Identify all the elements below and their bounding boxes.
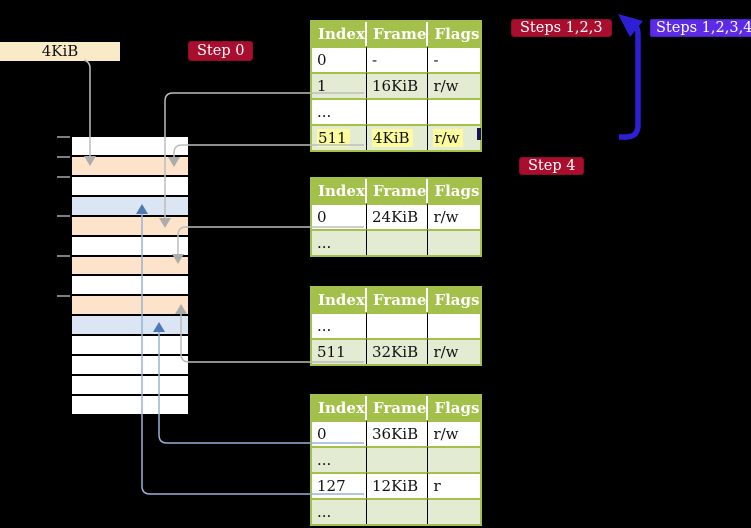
highlight-mark: 4KiB (372, 129, 413, 147)
memory-frame-row (72, 395, 188, 414)
address-tick (57, 295, 70, 297)
level-4-page-table: Index Frame Flags 0 - - 1 16KiB r/w ... … (310, 20, 483, 152)
table-row-highlighted: 511 4KiB r/w (312, 124, 481, 150)
column-header-flags: Flags (428, 179, 481, 203)
table-row: ... (312, 229, 481, 255)
table-row: 127 12KiB r (312, 472, 481, 498)
column-header-frame: Frame (367, 22, 429, 46)
level-1-page-table: Index Frame Flags 0 36KiB r/w ... 127 12… (310, 394, 483, 526)
memory-frame-row (72, 236, 188, 255)
column-header-frame: Frame (367, 179, 429, 203)
level-3-page-table: Index Frame Flags 0 24KiB r/w ... (310, 177, 483, 257)
table-row: ... (312, 498, 481, 524)
address-tick (57, 136, 70, 138)
table-row: ... (312, 446, 481, 472)
highlight-mark: r/w (433, 129, 463, 147)
step-4-badge: Step 4 (519, 157, 585, 175)
memory-frame-row (72, 256, 188, 275)
address-tick (57, 215, 70, 217)
step-0-badge: Step 0 (188, 41, 254, 61)
address-tick (57, 176, 70, 178)
column-header-flags: Flags (428, 288, 481, 312)
column-header-frame: Frame (367, 288, 429, 312)
column-header-index: Index (312, 179, 367, 203)
memory-frame-row (72, 296, 188, 315)
table-row: ... (312, 98, 481, 124)
column-header-flags: Flags (428, 22, 481, 46)
memory-frame-row (72, 356, 188, 375)
memory-frame-row (72, 376, 188, 394)
recursive-loop-arrow (619, 19, 641, 140)
address-tick (57, 255, 70, 257)
table-row: 511 32KiB r/w (312, 338, 481, 364)
memory-frame-row (72, 276, 188, 295)
column-header-index: Index (312, 396, 367, 420)
column-header-index: Index (312, 22, 367, 46)
arrow-up-left-icon (618, 14, 643, 37)
memory-frame-row (72, 316, 188, 335)
table-row: ... (312, 312, 481, 338)
table-row: 0 24KiB r/w (312, 203, 481, 229)
memory-frame-row (72, 216, 188, 235)
physical-memory-column (70, 135, 190, 416)
memory-frame-row (72, 176, 188, 195)
table-row: 0 - - (312, 46, 481, 72)
column-header-frame: Frame (367, 396, 429, 420)
memory-frame-row (72, 336, 188, 355)
memory-frame-row (72, 137, 188, 155)
highlight-mark: 511 (317, 129, 350, 147)
column-header-index: Index (312, 288, 367, 312)
frame-size-label: 4KiB (0, 42, 120, 61)
steps-123-badge: Steps 1,2,3 (511, 19, 612, 37)
table-row: 1 16KiB r/w (312, 72, 481, 98)
table-row: 0 36KiB r/w (312, 420, 481, 446)
steps-1234-badge: Steps 1,2,3,4 (650, 19, 751, 37)
column-header-flags: Flags (428, 396, 481, 420)
level-2-page-table: Index Frame Flags ... 511 32KiB r/w (310, 286, 483, 366)
address-tick (57, 156, 70, 158)
memory-frame-row (72, 196, 188, 215)
memory-frame-row (72, 156, 188, 175)
